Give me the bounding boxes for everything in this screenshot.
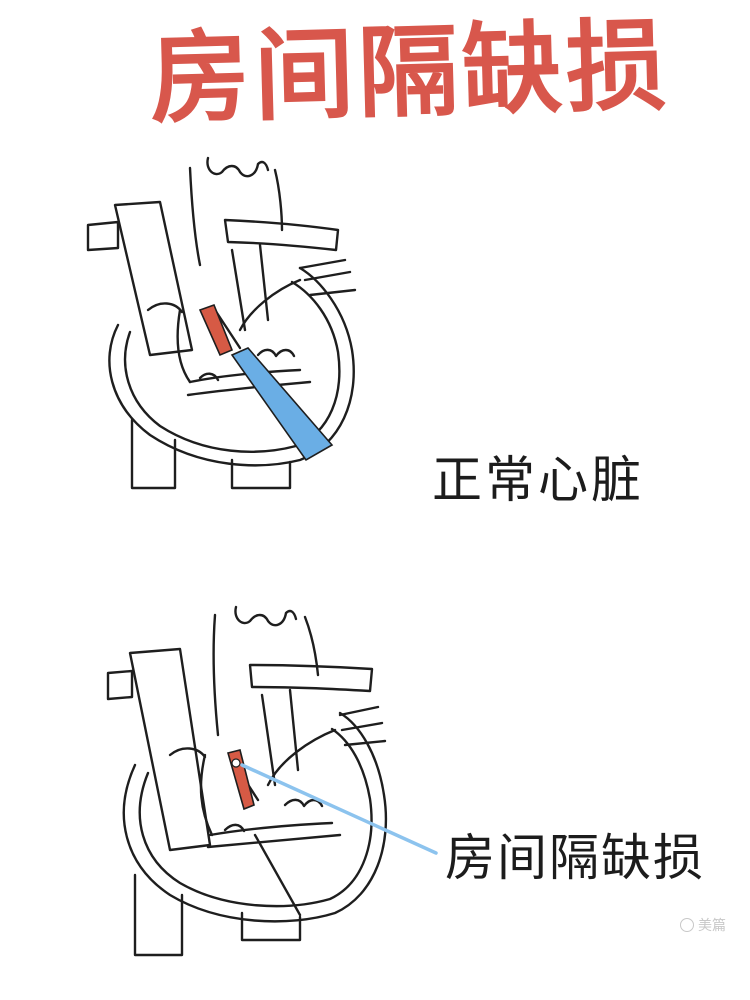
- normal-heart-diagram: [86, 156, 357, 490]
- page-title: 房间隔缺损: [148, 7, 672, 138]
- label-atrial-septal-defect: 房间隔缺损: [445, 829, 705, 887]
- watermark-logo-icon: [680, 918, 694, 932]
- defect-hole: [231, 758, 241, 768]
- atrial-septal-defect-red: [227, 749, 255, 811]
- watermark: 美篇: [680, 915, 726, 935]
- watermark-text: 美篇: [698, 918, 726, 934]
- atrial-septum-red: [198, 303, 234, 357]
- asd-heart-diagram: [106, 605, 438, 957]
- ventricular-septum-blue: [230, 347, 334, 462]
- label-normal-heart: 正常心脏: [432, 451, 644, 509]
- pointer-line: [240, 763, 438, 855]
